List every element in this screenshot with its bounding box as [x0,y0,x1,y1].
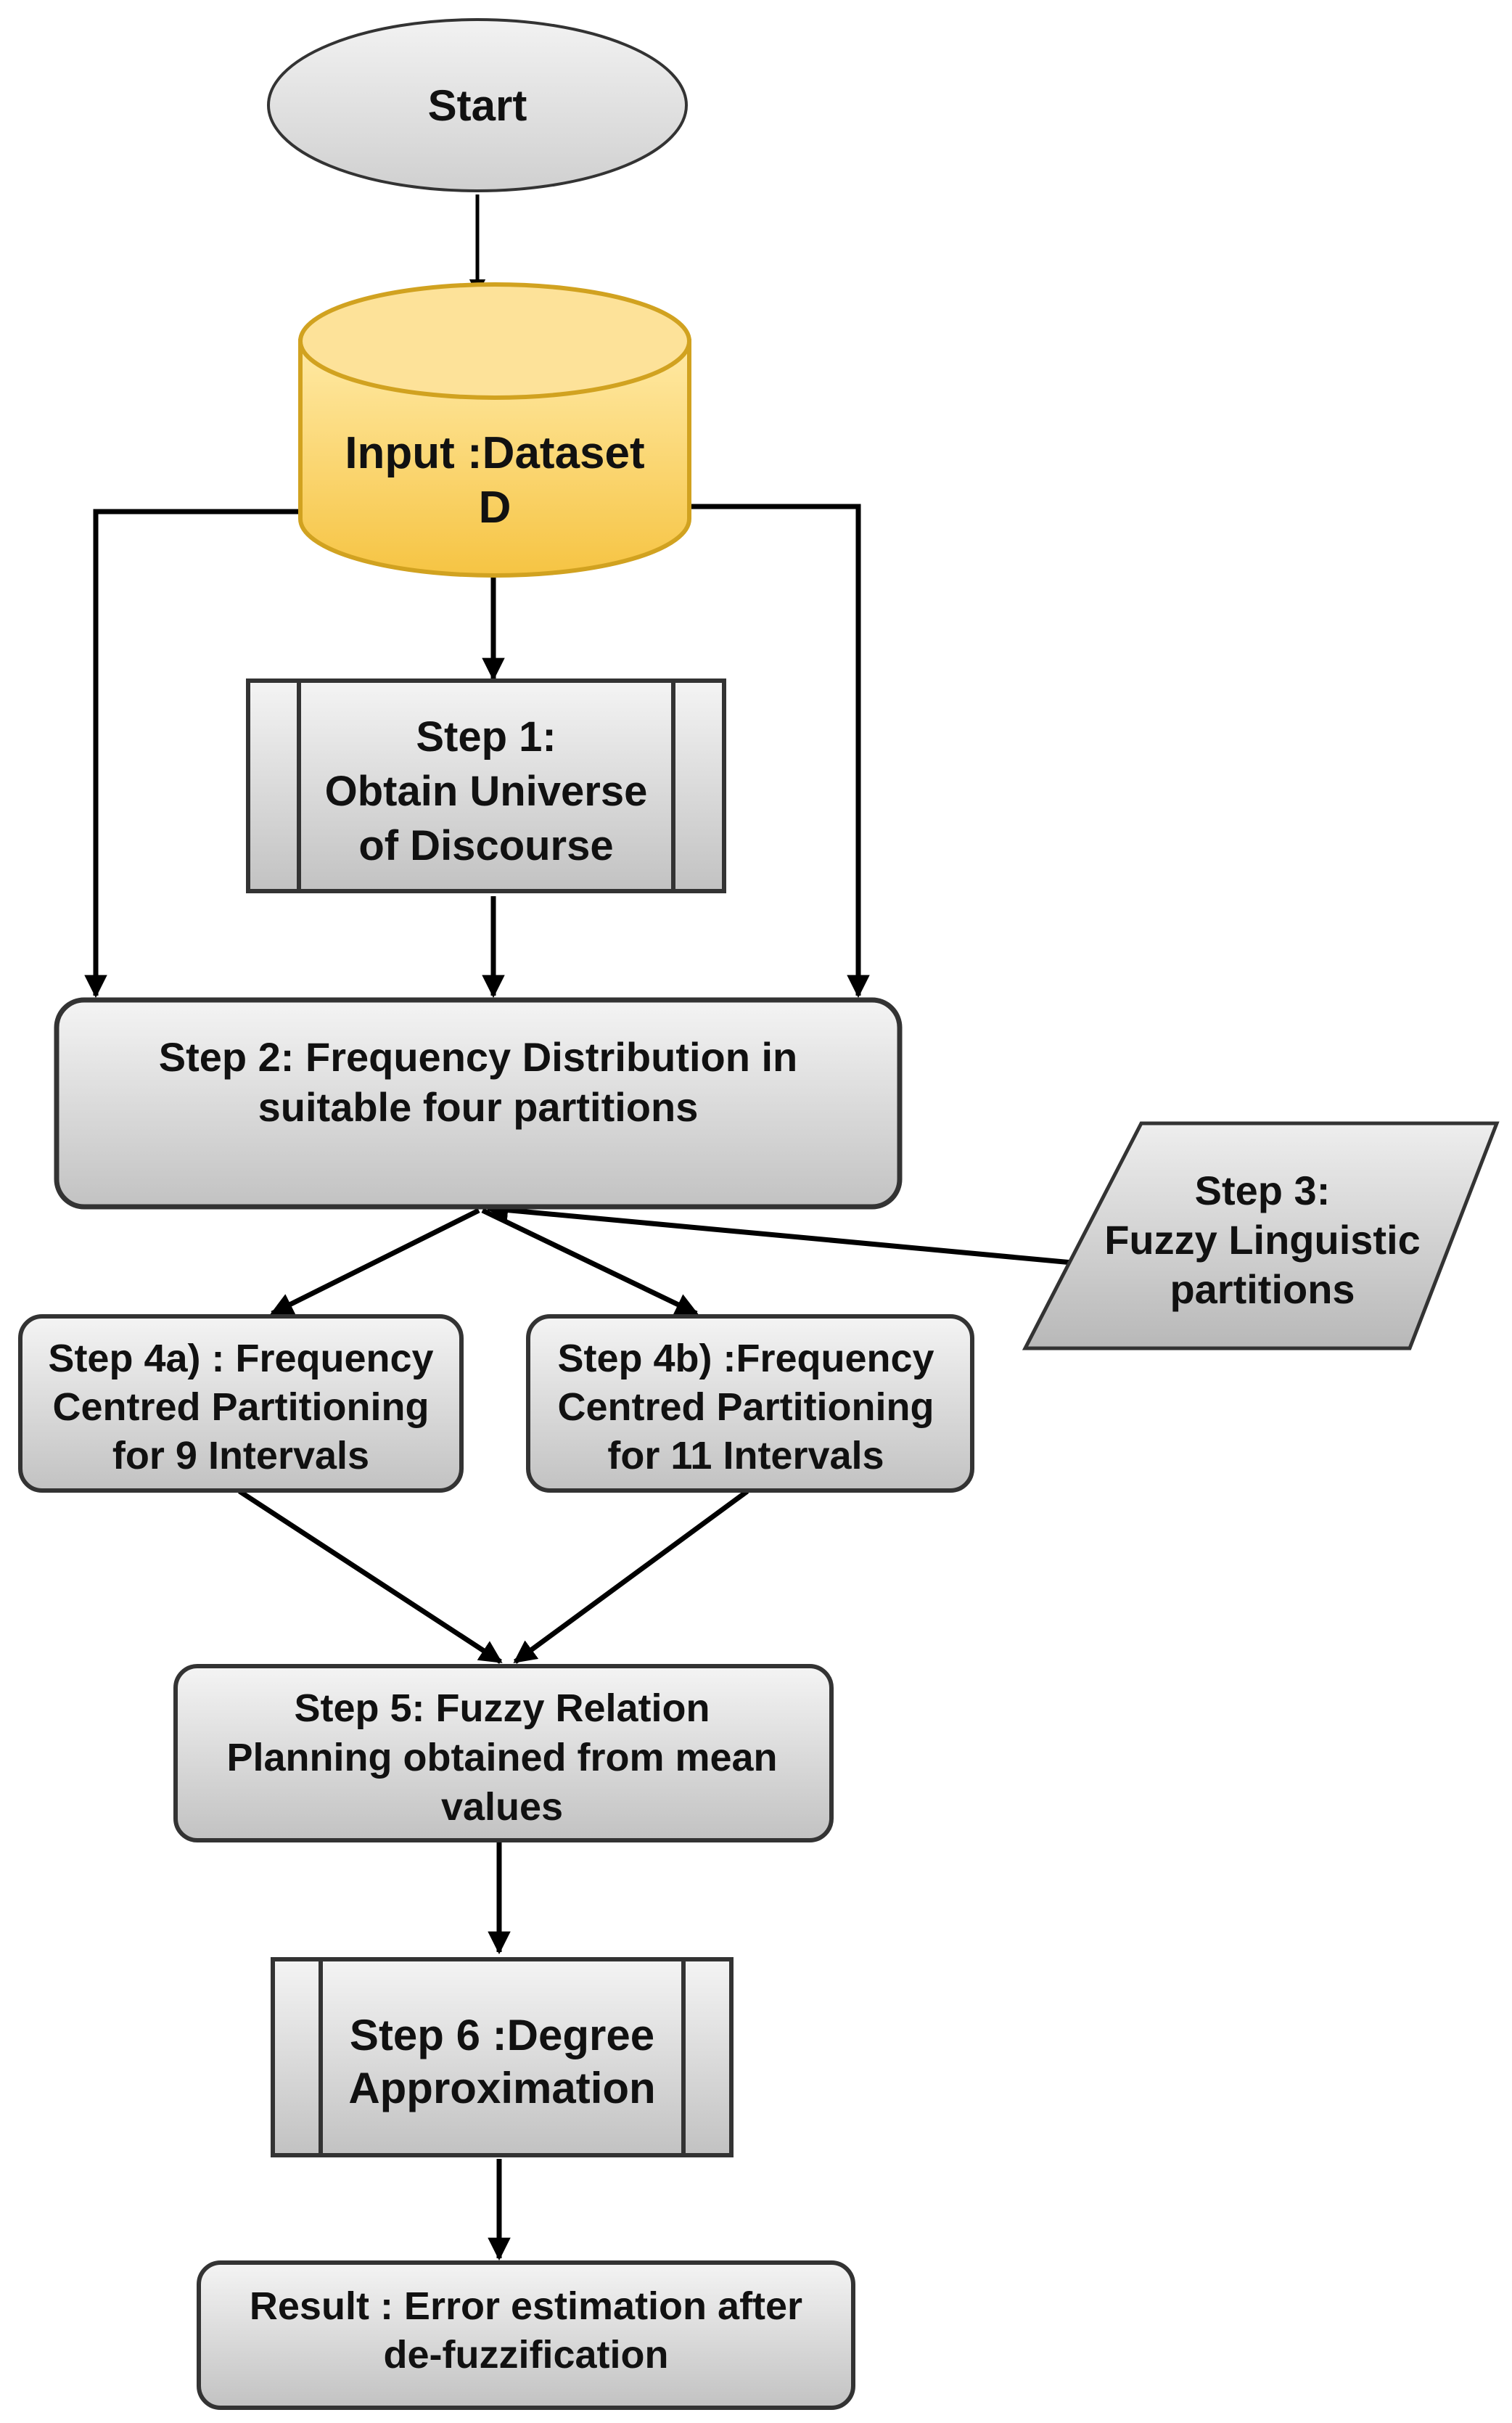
step5-label-line-1: Step 5: Fuzzy Relation [294,1686,710,1730]
arrow-step2-to-step4b [481,1208,699,1316]
step6-process: Step 6 :Degree Approximation [271,1957,734,2157]
step3-label-line-2: Fuzzy Linguistic [1104,1217,1421,1263]
step4b-label-line-2: Centred Partitioning [557,1385,934,1429]
step3-parallelogram: Step 3: Fuzzy Linguistic partitions [1022,1121,1500,1350]
input-label-line-2: D [479,483,511,533]
step2-label-line-1: Step 2: Frequency Distribution in [159,1034,798,1080]
arrow-input-left-to-step2 [84,509,300,999]
arrow-step2-to-step4a [270,1208,480,1316]
result-label-line-1: Result : Error estimation after [250,2284,802,2328]
step1-process: Step 1: Obtain Universe of Discourse [246,678,726,893]
step4b-label-line-1: Step 4b) :Frequency [557,1337,934,1380]
step4b-label-line-3: for 11 Intervals [607,1434,884,1477]
arrow-step3-to-step2 [485,1198,1073,1266]
step2-label-line-2: suitable four partitions [258,1084,699,1130]
input-label-line-1: Input :Dataset [345,428,644,478]
input-dataset-cylinder: Input :Dataset D [298,282,691,578]
step2-box: Step 2: Frequency Distribution in suitab… [54,997,903,1210]
step5-label-line-3: values [441,1785,563,1829]
step1-label-line-2: Obtain Universe [325,768,648,815]
step1-label-line-3: of Discourse [358,822,613,869]
result-box: Result : Error estimation after de-fuzzi… [197,2260,855,2410]
step4b-box: Step 4b) :Frequency Centred Partitioning… [526,1314,974,1493]
arrow-input-right-to-step2 [689,504,870,999]
step5-label-line-2: Planning obtained from mean [226,1736,777,1779]
connectors [84,194,1073,2261]
step4a-label-line-2: Centred Partitioning [52,1385,429,1429]
step4a-label-line-1: Step 4a) : Frequency [48,1337,433,1380]
start-label: Start [428,81,527,130]
step4a-box: Step 4a) : Frequency Centred Partitionin… [18,1314,464,1493]
start-terminal: Start [267,18,688,192]
result-label-line-2: de-fuzzification [384,2333,669,2377]
step3-label-line-3: partitions [1170,1266,1355,1312]
step3-label-line-1: Step 3: [1195,1168,1331,1213]
step6-label-line-2: Approximation [348,2064,655,2112]
arrow-step4a-to-step5 [238,1489,503,1664]
step6-label-line-1: Step 6 :Degree [350,2011,654,2059]
arrow-step4b-to-step5 [513,1489,749,1664]
step4a-label-line-3: for 9 Intervals [112,1434,369,1477]
step1-label-line-1: Step 1: [416,713,556,760]
step5-box: Step 5: Fuzzy Relation Planning obtained… [173,1664,834,1842]
